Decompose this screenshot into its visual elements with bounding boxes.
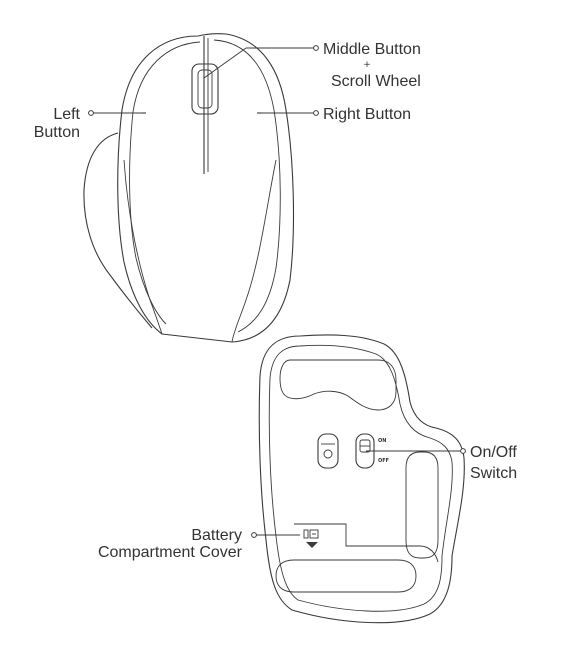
- mouse-top-view: [83, 33, 295, 343]
- switch-on-label: ON: [378, 438, 386, 444]
- label-middle-button: Middle Button: [323, 41, 421, 58]
- battery-icon: [303, 529, 319, 539]
- label-right-button: Right Button: [323, 106, 411, 123]
- label-middle-plus: +: [363, 60, 371, 70]
- label-onoff-line1: On/Off: [470, 444, 517, 461]
- callout-right-button: [262, 110, 319, 116]
- callout-left-button: [88, 110, 142, 116]
- arrow-down-icon: [306, 542, 318, 548]
- label-left-line1: Left: [53, 106, 80, 123]
- scroll-wheel-icon: [191, 63, 219, 115]
- label-left-line2: Button: [34, 124, 80, 141]
- switch-off-label: OFF: [378, 458, 389, 464]
- callout-onoff-switch: [366, 448, 466, 454]
- label-battery-line2: Compartment Cover: [98, 544, 243, 561]
- label-onoff-line2: Switch: [470, 465, 517, 482]
- callout-middle-button: [203, 45, 319, 79]
- mouse-bottom-view: ON OFF: [258, 334, 465, 624]
- label-scroll-wheel: Scroll Wheel: [331, 73, 421, 90]
- label-battery-line1: Battery: [191, 527, 242, 544]
- callout-battery-cover: [251, 532, 300, 538]
- sensor-icon: [317, 433, 339, 469]
